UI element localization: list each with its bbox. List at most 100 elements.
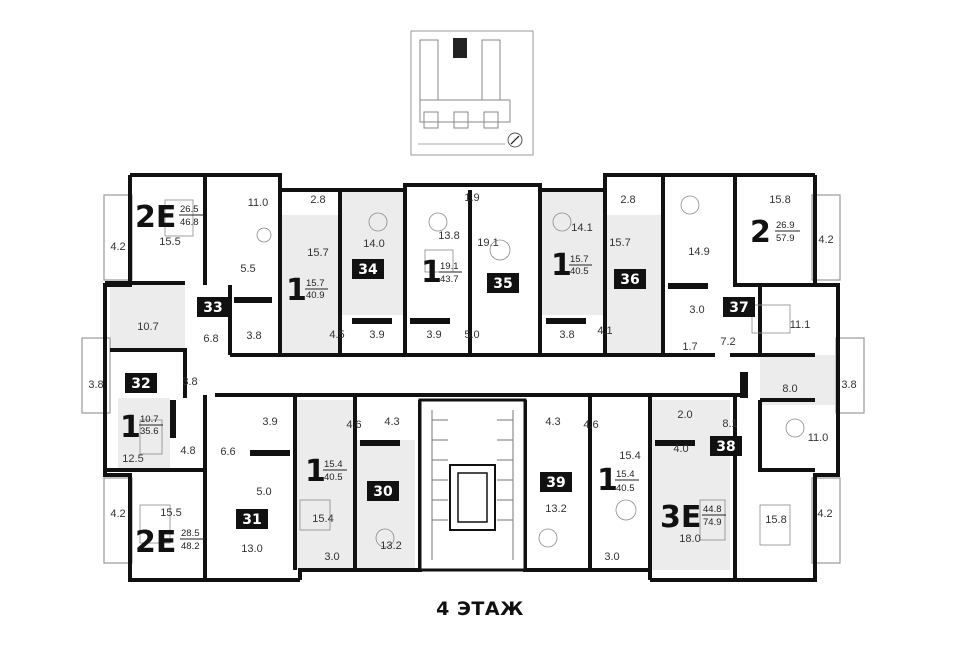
room-area: 8.0 [782,383,797,395]
apt-type: 2E [135,200,176,235]
room-area: 15.4 [312,513,333,525]
apt-35-badge: 35 [487,273,519,293]
room-area: 3.9 [426,329,441,341]
apt-total-area: 74.9 [703,517,722,528]
room-area: 3.0 [604,551,619,563]
room-area: 13.0 [241,543,262,555]
room-area: 15.5 [160,507,181,519]
apt-type: 1 [597,463,618,498]
room-area: 15.8 [769,194,790,206]
room-area: 4.2 [110,508,125,520]
room-area: 3.8 [841,379,856,391]
room-area: 4.2 [818,234,833,246]
room-area: 5.0 [464,329,479,341]
svg-text:35: 35 [493,276,512,292]
apt-30-type: 1 15.4 40.5 [305,454,347,489]
apt-living-area: 15.4 [616,469,635,480]
room-area: 4.6 [346,419,361,431]
room-area: 15.4 [619,450,640,462]
apt-living-area: 26.5 [180,204,199,215]
room-area: 11.0 [248,197,269,209]
svg-text:36: 36 [620,272,639,288]
room-area: 4.3 [545,416,560,428]
apt-type: 1 [305,454,326,489]
svg-text:32: 32 [131,376,150,392]
room-area: 4.0 [673,443,688,455]
apartment-type-labels: 2E 26.5 46.8 1 15.7 40.9 1 19.1 43.7 1 1… [120,200,800,560]
room-area: 14.9 [688,246,709,258]
apt-39-badge: 39 [540,472,572,492]
room-area: 3.9 [369,329,384,341]
apt-32-badge: 32 [125,373,157,393]
room-area: 4.2 [817,508,832,520]
apt-38-type: 3E 44.8 74.9 [660,500,726,535]
room-area: 3.9 [262,416,277,428]
apt-total-area: 43.7 [440,274,459,285]
room-area: 4.8 [180,445,195,457]
room-area: 3.0 [689,304,704,316]
svg-text:30: 30 [373,484,393,500]
svg-text:37: 37 [729,300,748,316]
apt-living-area: 28.5 [181,528,200,539]
room-area: 15.7 [307,247,328,259]
room-area: 15.7 [609,237,630,249]
svg-text:38: 38 [716,439,735,455]
room-area: 14.0 [363,238,384,250]
stair-core [418,398,527,572]
room-area: 3.8 [559,329,574,341]
apt-32-type: 1 10.7 35.6 [120,410,163,445]
svg-text:33: 33 [203,300,222,316]
apt-living-area: 15.7 [306,278,325,289]
room-area: 1.7 [682,341,697,353]
room-area: 3.8 [182,376,197,388]
apt-34-badge: 34 [352,259,384,279]
room-area: 3.8 [88,379,103,391]
apt-type: 1 [120,410,141,445]
apt-37-badge: 37 [723,297,755,317]
apt-36-badge: 36 [614,269,646,289]
apt-type: 2 [750,215,771,250]
room-area: 13.8 [438,230,459,242]
room-area: 1.9 [464,192,479,204]
room-area: 8.1 [722,418,737,430]
apt-living-area: 10.7 [140,414,159,425]
apt-35-type: 1 19.1 43.7 [421,255,462,290]
apt-total-area: 40.5 [324,472,343,483]
room-area: 10.7 [137,321,158,333]
apt-37-type: 2 26.9 57.9 [750,215,800,250]
svg-text:39: 39 [546,475,565,491]
room-area: 5.0 [256,486,271,498]
apt-total-area: 48.2 [181,541,200,552]
apt-33-badge: 33 [197,297,229,317]
apt-type: 1 [551,248,572,283]
room-area: 4.3 [384,416,399,428]
room-area: 11.0 [808,432,829,444]
balconies [81,194,865,564]
room-area: 5.5 [240,263,255,275]
apt-living-area: 19.1 [440,261,459,272]
room-area: 6.8 [203,333,218,345]
apt-type: 3E [660,500,701,535]
apt-living-area: 15.4 [324,459,343,470]
room-area: 2.8 [310,194,325,206]
apt-living-area: 44.8 [703,504,722,515]
room-area: 12.5 [122,453,143,465]
room-area: 18.0 [679,533,700,545]
room-area: 15.8 [765,514,786,526]
apt-total-area: 40.9 [306,290,325,301]
room-area: 14.1 [571,222,592,234]
room-area: 3.8 [246,330,261,342]
room-area: 6.6 [220,446,235,458]
room-area: 4.1 [597,325,612,337]
room-area: 11.1 [790,319,811,331]
shaded-rooms [110,190,835,570]
apt-type: 2E [135,525,176,560]
room-area: 4.5 [329,329,344,341]
apt-34-type: 1 15.7 40.9 [286,273,328,308]
apt-31-badge: 31 [236,509,268,529]
apt-type: 1 [421,255,442,290]
apartment-number-badges: 33 34 35 36 37 32 31 30 39 38 [125,259,755,529]
room-area: 2.8 [620,194,635,206]
room-area: 7.2 [720,336,735,348]
